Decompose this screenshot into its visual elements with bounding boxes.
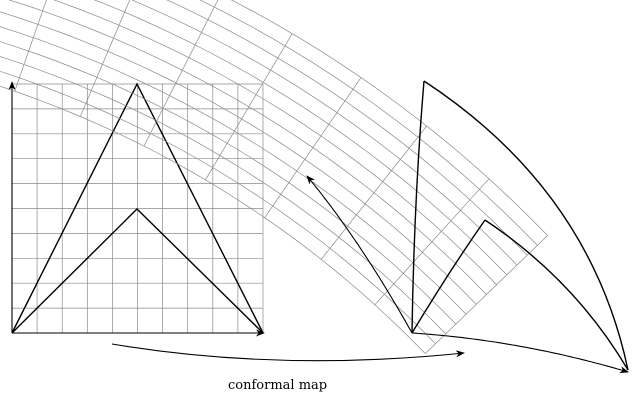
target-grid-arc [0, 70, 436, 345]
target-grid-arc [53, 0, 497, 285]
target-grid-ray [205, 33, 293, 180]
mapping-arrow [111, 343, 465, 362]
target-grid-arc [0, 41, 457, 325]
target-grid-arc [0, 56, 446, 335]
target-x-axis [411, 332, 629, 374]
source-outer-triangle [11, 82, 264, 334]
target-grid [0, 0, 548, 354]
source-inner-triangle [11, 208, 264, 334]
caption-label: conformal map [228, 378, 327, 393]
target-outer-left-edge [411, 80, 425, 334]
target-axes [306, 175, 629, 374]
target-inner-left-edge [411, 219, 486, 334]
target-outer-right-edge [423, 80, 629, 371]
target-grid-ray [374, 178, 490, 305]
target-grid-ray [143, 0, 219, 147]
target-inner-right-edge [484, 219, 629, 371]
target-y-axis [306, 175, 413, 334]
target-grid-arc [131, 0, 518, 266]
target-shape [411, 80, 629, 371]
source-axes [8, 81, 265, 337]
target-grid-ray [79, 0, 131, 117]
target-grid-ray [14, 0, 47, 92]
source-shape [11, 82, 264, 334]
target-grid-ray [264, 77, 362, 218]
target-grid-arc [230, 0, 548, 236]
target-grid-ray [425, 235, 548, 354]
target-grid-ray [320, 125, 427, 260]
